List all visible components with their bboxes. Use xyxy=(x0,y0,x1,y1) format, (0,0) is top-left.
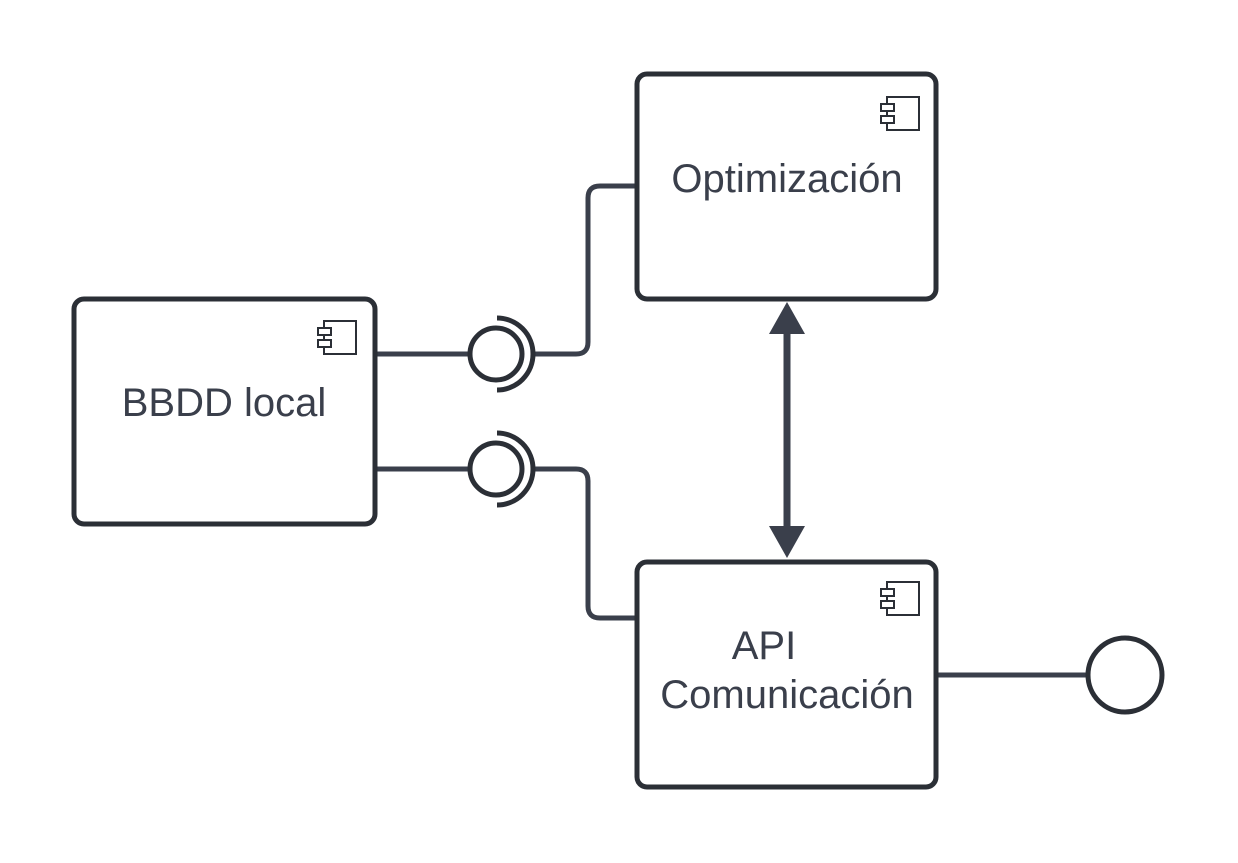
component-icon xyxy=(317,320,357,355)
socket-arc-1 xyxy=(496,315,536,393)
component-api-comunicacion[interactable]: API Comunicación xyxy=(634,559,939,790)
component-optimizacion[interactable]: Optimización xyxy=(634,71,939,302)
component-box xyxy=(634,559,939,790)
component-label-line-1: API xyxy=(732,624,796,668)
component-icon xyxy=(880,96,920,131)
interface-1[interactable] xyxy=(467,315,536,393)
component-bbdd-local[interactable]: BBDD local xyxy=(71,296,378,527)
provided-interface-ball[interactable] xyxy=(1085,635,1165,715)
component-box xyxy=(634,71,939,302)
socket-arc-2 xyxy=(496,430,536,508)
arrow-head-up xyxy=(769,302,805,334)
component-label-line-2: Comunicación xyxy=(660,673,913,717)
connectors xyxy=(373,183,1090,678)
bidirectional-arrow[interactable] xyxy=(769,302,805,558)
arrow-head-down xyxy=(769,526,805,558)
component-label: Optimización xyxy=(671,157,902,201)
interface-ball-1 xyxy=(467,325,525,383)
component-label: BBDD local xyxy=(122,381,327,425)
component-icon xyxy=(880,581,920,616)
interface-2[interactable] xyxy=(467,430,536,508)
socket2-to-api-connector[interactable] xyxy=(532,466,639,621)
interface-ball-2 xyxy=(467,440,525,498)
socket1-to-optimizacion-connector[interactable] xyxy=(532,183,639,357)
component-box xyxy=(71,296,378,527)
